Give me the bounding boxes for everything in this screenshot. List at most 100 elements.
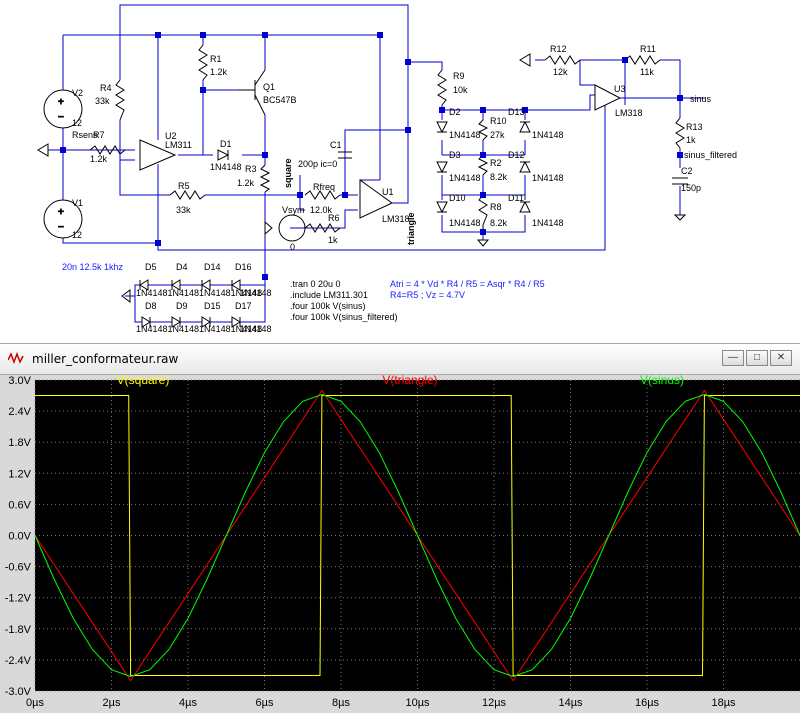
label-D3-value: 1N4148 xyxy=(449,173,481,183)
spice-line[interactable]: .four 100k V(sinus_filtered) xyxy=(290,312,398,322)
legend-entry[interactable]: V(square) xyxy=(117,373,170,387)
label-D12: D12 xyxy=(508,150,525,160)
x-tick-label: 6µs xyxy=(256,697,274,709)
label-triangle: triangle xyxy=(406,212,416,245)
spice-line[interactable]: .four 100k V(sinus) xyxy=(290,301,366,311)
label-D17-value: 1N4148 xyxy=(240,324,272,334)
label-D16: D16 xyxy=(235,262,252,272)
window-titlebar[interactable]: miller_conformateur.raw — □ ✕ xyxy=(0,343,800,375)
label-diode-row-bottom: 1N41481N41481N41481N4148 xyxy=(136,324,262,334)
x-tick-label: 0µs xyxy=(26,697,44,709)
close-button[interactable]: ✕ xyxy=(770,350,792,366)
y-tick-label: 3.0V xyxy=(8,375,31,387)
minimize-button[interactable]: — xyxy=(722,350,744,366)
spice-line[interactable]: .tran 0 20u 0 xyxy=(290,279,341,289)
label-D16-value: 1N4148 xyxy=(240,288,272,298)
label-D11: D11 xyxy=(508,193,524,203)
label-U2: U2 xyxy=(165,131,177,141)
y-tick-label: 0.0V xyxy=(8,531,31,543)
label-R11-value: 11k xyxy=(640,67,654,77)
label-V2: V2 xyxy=(72,88,83,98)
label-R8: R8 xyxy=(490,202,502,212)
x-tick-label: 4µs xyxy=(179,697,197,709)
schematic-canvas[interactable]: + − + − xyxy=(0,0,800,343)
y-tick-label: -1.8V xyxy=(5,624,32,636)
label-U1: U1 xyxy=(382,187,394,197)
comment-amplitude-formula[interactable]: Atri = 4 * Vd * R4 / R5 = Asqr * R4 / R5 xyxy=(390,279,545,289)
label-square: square xyxy=(283,158,293,188)
label-pulse-source: 20n 12.5k 1khz xyxy=(62,262,124,272)
label-Q1-value: BC547B xyxy=(263,95,297,105)
legend-entry[interactable]: V(sinus) xyxy=(640,373,684,387)
label-R12-value: 12k xyxy=(553,67,568,77)
label-C1: C1 xyxy=(330,140,342,150)
y-tick-label: 1.8V xyxy=(8,437,31,449)
label-Vsym: Vsym xyxy=(282,205,305,215)
x-tick-label: 18µs xyxy=(711,697,736,709)
label-R4-value: 33k xyxy=(95,96,110,106)
series-v-sinus-line xyxy=(34,393,800,678)
label-D1: D1 xyxy=(220,139,232,149)
label-R7: R7 xyxy=(93,130,105,140)
label-diode-row-top: 1N41481N41481N41481N4148 xyxy=(136,288,262,298)
label-D13: D13 xyxy=(508,107,525,117)
y-tick-label: -1.2V xyxy=(5,593,32,605)
label-D10: D10 xyxy=(449,193,466,203)
y-tick-label: 0.6V xyxy=(8,499,31,511)
label-D2: D2 xyxy=(449,107,461,117)
label-U1-value: LM318 xyxy=(382,214,410,224)
label-V1: V1 xyxy=(72,198,83,208)
label-D14: D14 xyxy=(204,262,221,272)
svg-text:−: − xyxy=(58,112,64,123)
series-v-square-line xyxy=(35,395,800,676)
waveform-plot[interactable]: 3.0V2.4V1.8V1.2V0.6V0.0V-0.6V-1.2V-1.8V-… xyxy=(0,373,800,713)
plot-legend[interactable]: V(square) V(triangle) V(sinus) xyxy=(117,373,684,387)
label-R7-value: 1.2k xyxy=(90,154,108,164)
label-R2: R2 xyxy=(490,158,502,168)
label-U3: U3 xyxy=(614,84,626,94)
label-D4: D4 xyxy=(176,262,188,272)
label-C2-value: 150p xyxy=(681,183,701,193)
label-D12-value: 1N4148 xyxy=(532,173,564,183)
label-R13-value: 1k xyxy=(686,135,696,145)
spice-directives[interactable]: .tran 0 20u 0 .include LM311.301 .four 1… xyxy=(290,279,398,322)
label-D2-value: 1N4148 xyxy=(449,130,481,140)
label-D1-value: 1N4148 xyxy=(210,162,242,172)
label-R3-value: 1.2k xyxy=(237,178,255,188)
label-U2-value: LM311 xyxy=(165,140,192,150)
waveform-app-icon xyxy=(8,351,24,365)
label-D15: D15 xyxy=(204,301,221,311)
x-tick-label: 14µs xyxy=(558,697,583,709)
y-axis-ticks: 3.0V2.4V1.8V1.2V0.6V0.0V-0.6V-1.2V-1.8V-… xyxy=(5,375,32,698)
label-Rfreq-value: 12.0k xyxy=(310,205,333,215)
label-sinus-filtered: sinus_filtered xyxy=(684,150,737,160)
spice-line[interactable]: .include LM311.301 xyxy=(290,290,368,300)
label-R6-value: 1k xyxy=(328,235,338,245)
label-R10-value: 27k xyxy=(490,130,505,140)
label-Vsym-value: 0 xyxy=(290,242,295,252)
label-V2-value: 12 xyxy=(72,118,82,128)
label-R4: R4 xyxy=(100,83,112,93)
window-title: miller_conformateur.raw xyxy=(32,352,179,366)
label-D3: D3 xyxy=(449,150,461,160)
legend-entry[interactable]: V(triangle) xyxy=(382,373,437,387)
label-R8-value: 8.2k xyxy=(490,218,508,228)
maximize-button[interactable]: □ xyxy=(746,350,768,366)
y-tick-label: 1.2V xyxy=(8,468,31,480)
label-R5: R5 xyxy=(178,181,190,191)
label-R9: R9 xyxy=(453,71,465,81)
y-tick-label: -2.4V xyxy=(5,655,32,667)
label-C1-value: 200p ic=0 xyxy=(298,159,337,169)
x-tick-label: 2µs xyxy=(103,697,121,709)
label-Rsens: Rsens xyxy=(72,130,98,140)
label-R5-value: 33k xyxy=(176,205,191,215)
label-R13: R13 xyxy=(686,122,703,132)
svg-text:+: + xyxy=(58,97,64,108)
label-sinus: sinus xyxy=(690,94,712,104)
label-R2-value: 8.2k xyxy=(490,172,508,182)
comment-zener[interactable]: R4=R5 ; Vz = 4.7V xyxy=(390,290,465,300)
label-D5: D5 xyxy=(145,262,157,272)
label-U3-value: LM318 xyxy=(615,108,643,118)
